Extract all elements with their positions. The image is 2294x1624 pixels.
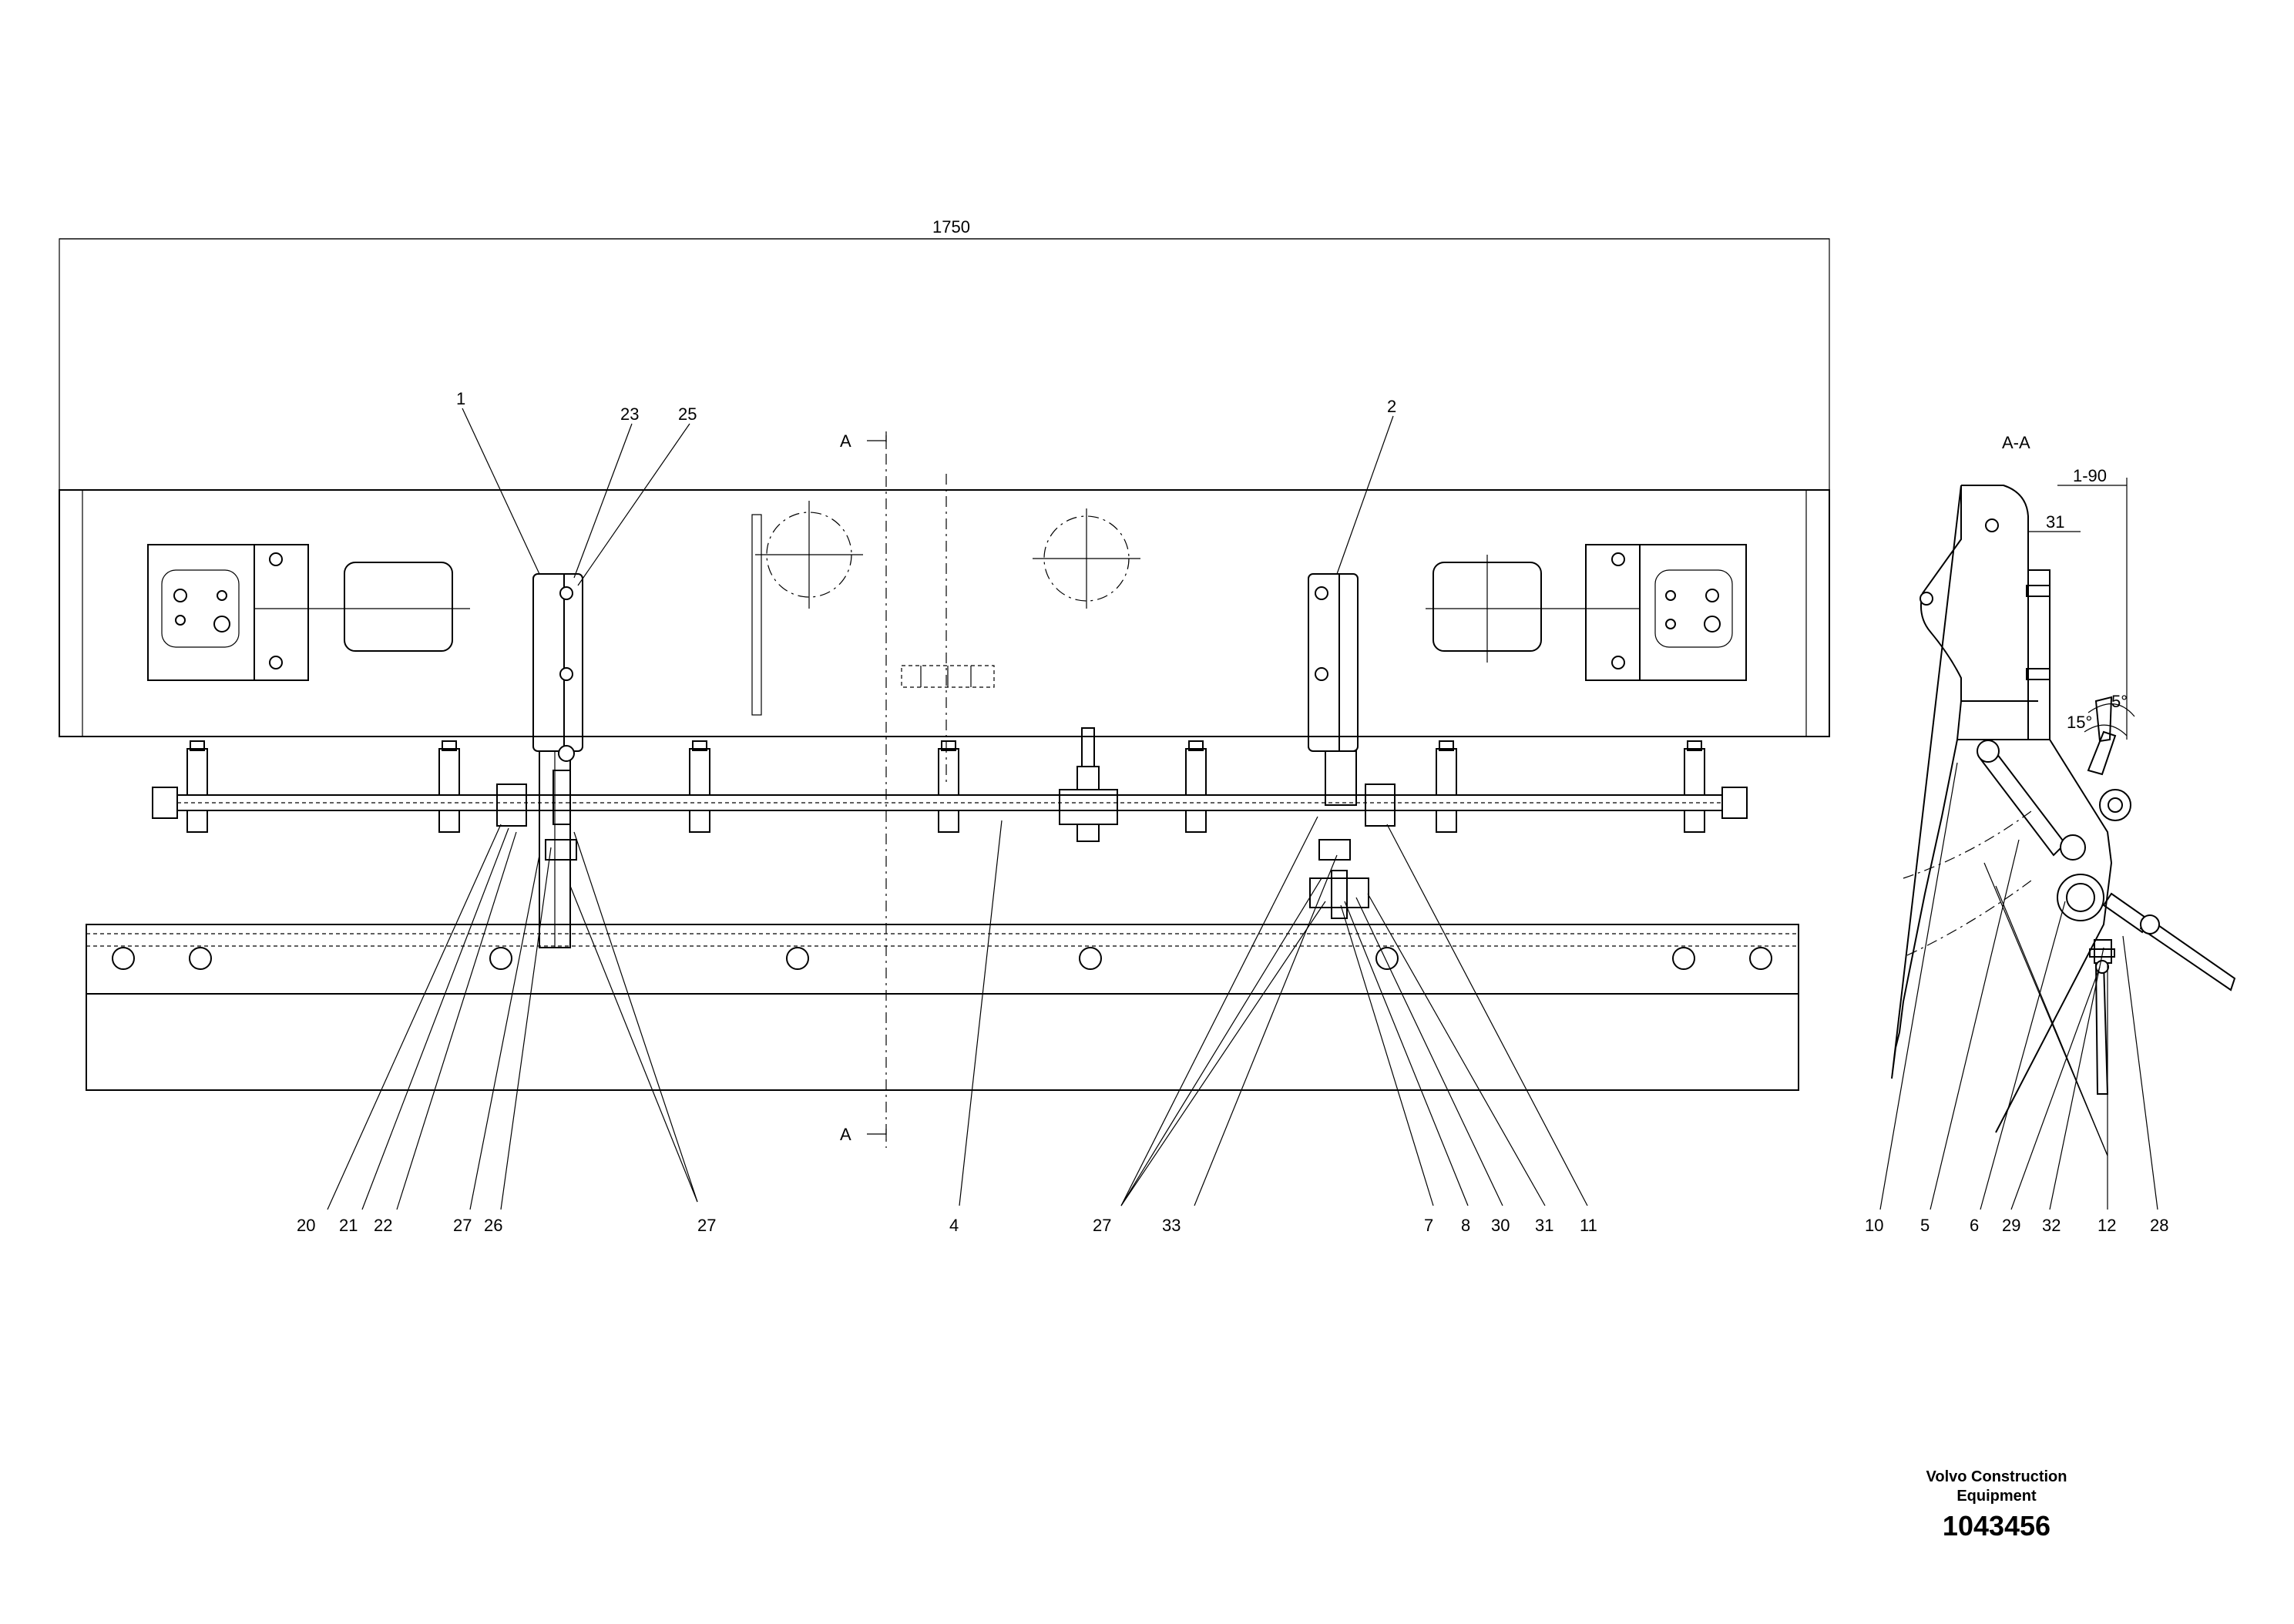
callout-6: 6 [1970, 1216, 1979, 1235]
callout-4: 4 [949, 1216, 959, 1235]
callout-22: 22 [374, 1216, 392, 1235]
section-marker-bottom: A [840, 1125, 887, 1144]
callout-5: 5 [1920, 1216, 1930, 1235]
section-housing [1891, 485, 1962, 1079]
section-view-title: A-A [2002, 433, 2030, 452]
callout-10: 10 [1865, 1216, 1883, 1235]
callouts-section: 10 5 6 29 32 12 28 [1865, 1216, 2168, 1235]
section-arm-assembly [1977, 696, 2236, 1095]
callout-32: 32 [2042, 1216, 2061, 1235]
svg-text:31: 31 [2046, 512, 2064, 532]
outer-frame [59, 238, 1830, 493]
left-slot [344, 562, 453, 652]
angle-label-15: 15° [2067, 713, 2092, 732]
right-clamp [1365, 783, 1396, 827]
callout-27b: 27 [697, 1216, 716, 1235]
callouts-main: 1 23 25 2 20 21 22 27 26 27 4 27 33 7 8 … [297, 389, 1597, 1235]
right-arm-part-2 [1308, 573, 1369, 919]
callout-31: 31 [1535, 1216, 1553, 1235]
left-clamp [496, 783, 527, 827]
thin-plate [751, 514, 762, 716]
callout-33: 33 [1162, 1216, 1181, 1235]
callout-27a: 27 [453, 1216, 472, 1235]
spray-pipe [152, 727, 1748, 842]
leader-lines-main [327, 408, 1588, 1210]
company-line-2: Equipment [1956, 1488, 2037, 1505]
company-line-1: Volvo Construction [1926, 1468, 2067, 1485]
main-view: 1750 [59, 217, 1830, 1235]
angle-label-5: 5° [2111, 692, 2128, 711]
scraper-blade [86, 924, 1799, 1091]
callout-26: 26 [484, 1216, 502, 1235]
callout-11: 11 [1580, 1216, 1597, 1235]
title-block: Volvo Construction Equipment 1043456 [1881, 1468, 2112, 1543]
svg-text:1-90: 1-90 [2073, 466, 2107, 485]
callout-30: 30 [1491, 1216, 1510, 1235]
section-blade [1957, 739, 2113, 1133]
section-view-a-a: A-A 1-90 31 [1865, 433, 2236, 1235]
callout-7: 7 [1424, 1216, 1433, 1235]
callout-28: 28 [2150, 1216, 2168, 1235]
left-arm-part-1 [532, 573, 583, 948]
callout-12: 12 [2098, 1216, 2116, 1235]
section-marker-top: A [840, 431, 887, 451]
right-mount-bracket [1426, 544, 1747, 681]
callout-23: 23 [620, 404, 639, 424]
svg-text:A: A [840, 1125, 851, 1144]
company-name: Volvo Construction Equipment [1881, 1468, 2112, 1506]
callout-29: 29 [2002, 1216, 2020, 1235]
dimension-label: 1750 [932, 217, 970, 237]
callout-21: 21 [339, 1216, 358, 1235]
svg-text:A: A [840, 431, 851, 451]
callout-25: 25 [678, 404, 697, 424]
main-plate [59, 489, 1830, 737]
leader-lines-section [1879, 762, 2158, 1210]
document-number: 1043456 [1942, 1510, 2051, 1542]
callout-27c: 27 [1093, 1216, 1111, 1235]
left-mount-bracket [147, 544, 470, 681]
callout-8: 8 [1461, 1216, 1470, 1235]
callout-1: 1 [456, 389, 465, 408]
callout-2: 2 [1387, 397, 1396, 416]
callout-20: 20 [297, 1216, 315, 1235]
